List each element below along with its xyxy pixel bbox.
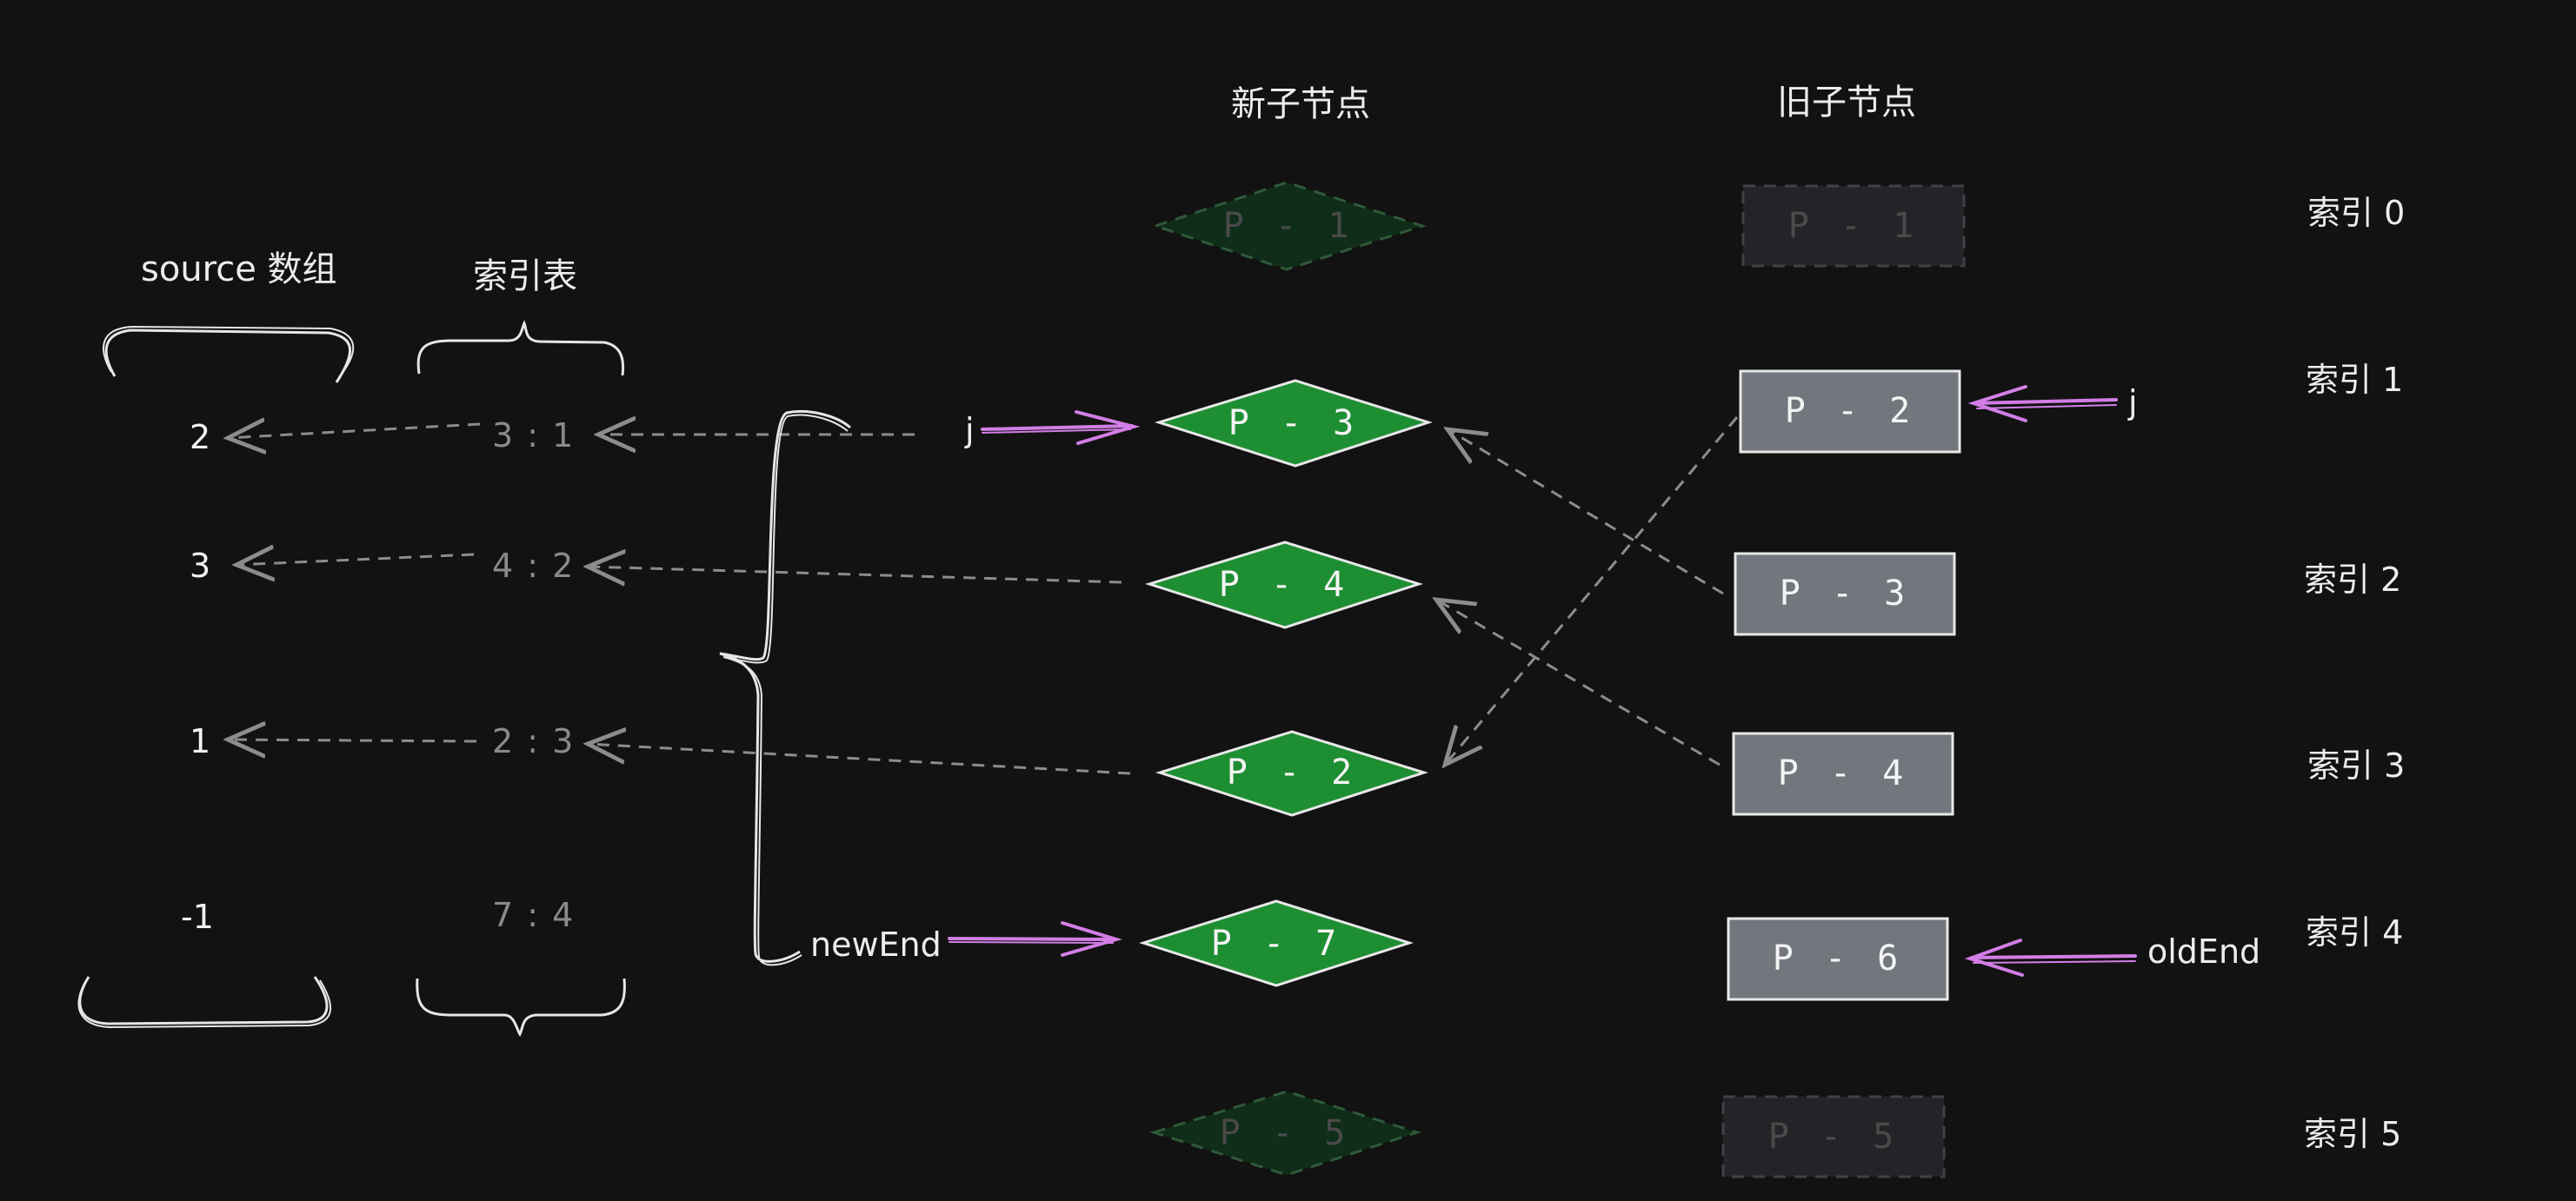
range-brace xyxy=(719,410,851,966)
new-node-label: P - 4 xyxy=(1218,565,1350,605)
connector-table-to-source xyxy=(228,424,481,438)
connector-old-to-new xyxy=(1448,429,1724,595)
header-index-table: 索引表 xyxy=(473,256,577,296)
pointer-label-old-j: j xyxy=(2128,383,2138,421)
source-brace-bottom xyxy=(77,976,331,1029)
source-value: 1 xyxy=(190,722,211,760)
pointer-arrow-old-end xyxy=(1964,939,2137,977)
new-node-label: P - 2 xyxy=(1226,753,1358,793)
old-node-box xyxy=(1741,184,1966,268)
new-node-label: P - 3 xyxy=(1228,403,1360,443)
source-value: -1 xyxy=(181,898,214,936)
pointer-label-old-end: oldEnd xyxy=(2147,932,2261,971)
index-label: 索引 1 xyxy=(2306,361,2404,399)
pointer-label-new-j: j xyxy=(965,411,975,449)
index-table-entry: 2 : 3 xyxy=(492,722,576,760)
pointer-label-new-end: newEnd xyxy=(810,926,942,964)
old-node-box xyxy=(1721,1095,1946,1178)
index-label: 索引 4 xyxy=(2306,913,2404,952)
new-node-diamond xyxy=(1151,181,1427,271)
new-node-diamond xyxy=(1155,730,1428,817)
header-source-array: source 数组 xyxy=(141,249,337,289)
pointer-arrow-new-end xyxy=(948,921,1122,957)
old-node-label: P - 1 xyxy=(1787,206,1920,246)
source-brace-top xyxy=(103,325,355,383)
index-label: 索引 5 xyxy=(2304,1115,2402,1153)
old-node-box xyxy=(1739,369,1961,454)
old-node-label: P - 2 xyxy=(1784,391,1916,431)
new-node-diamond xyxy=(1139,899,1414,987)
index-table-entry: 3 : 1 xyxy=(492,416,576,455)
index-label: 索引 0 xyxy=(2307,194,2406,232)
new-node-diamond xyxy=(1154,379,1433,468)
new-node-diamond xyxy=(1144,541,1423,629)
new-node-label: P - 7 xyxy=(1210,924,1342,964)
connector-new-to-table xyxy=(588,744,1131,775)
connector-table-to-source xyxy=(228,740,477,741)
new-node-label: P - 5 xyxy=(1219,1113,1351,1153)
old-node-label: P - 4 xyxy=(1777,753,1909,793)
pointer-arrow-old-j xyxy=(1967,385,2118,422)
connector-new-to-table xyxy=(588,567,1122,582)
pointer-arrow-new-j xyxy=(981,410,1141,445)
old-node-label: P - 6 xyxy=(1772,939,1904,979)
header-old-children: 旧子节点 xyxy=(1777,83,1916,123)
index-label: 索引 2 xyxy=(2304,561,2402,599)
index-label: 索引 3 xyxy=(2307,746,2406,785)
old-node-box xyxy=(1732,732,1954,816)
index-brace-top xyxy=(416,320,625,376)
header-new-children: 新子节点 xyxy=(1231,84,1370,124)
old-node-box xyxy=(1727,917,1949,1001)
old-node-label: P - 5 xyxy=(1767,1117,1900,1157)
connector-old-to-new xyxy=(1445,416,1739,765)
new-node-diamond xyxy=(1148,1090,1421,1177)
new-node-label: P - 1 xyxy=(1222,206,1355,246)
connector-table-to-source xyxy=(236,554,475,565)
index-brace-bottom xyxy=(416,978,626,1037)
old-node-box xyxy=(1734,552,1956,636)
source-value: 2 xyxy=(190,418,211,456)
index-table-entry: 7 : 4 xyxy=(492,896,576,934)
source-value: 3 xyxy=(190,547,211,585)
old-node-label: P - 3 xyxy=(1779,574,1911,614)
index-table-entry: 4 : 2 xyxy=(492,547,576,585)
connector-old-to-new xyxy=(1436,600,1721,766)
